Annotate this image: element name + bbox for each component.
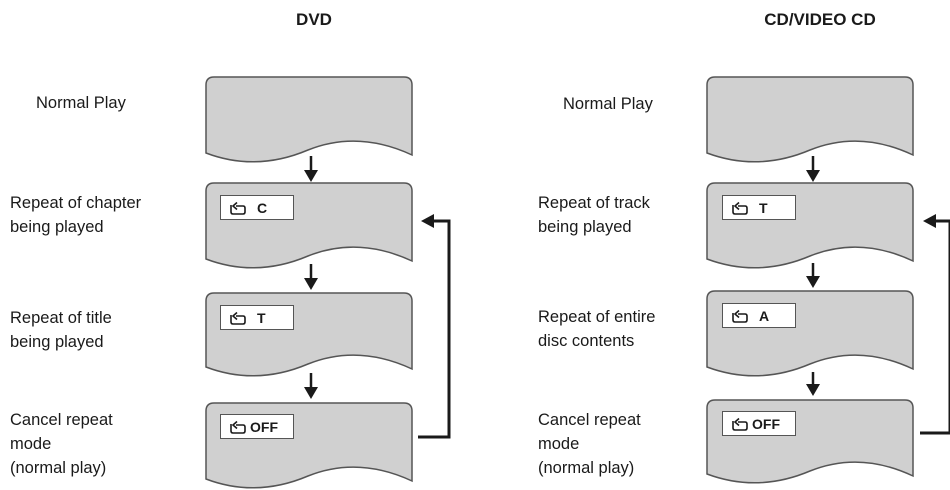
- dvd-title-repeat-indicator: T: [220, 305, 294, 330]
- dvd-step-label-normal-play: Normal Play: [36, 91, 126, 115]
- label-line: Repeat of track: [538, 194, 650, 212]
- dvd-normal-play-panel: [205, 76, 413, 163]
- repeat-icon: [729, 308, 751, 324]
- cd-down-arrow-1: [806, 156, 820, 182]
- label-line: Repeat of entire: [538, 308, 656, 326]
- dvd-step-label-title: Repeat of title being played: [10, 306, 112, 354]
- label-line: Repeat of chapter: [10, 194, 142, 212]
- indicator-text: T: [759, 199, 768, 216]
- label-line: mode: [10, 435, 52, 453]
- label-line: Cancel repeat: [10, 411, 113, 429]
- label-line: being played: [538, 218, 632, 236]
- dvd-heading: DVD: [296, 10, 332, 29]
- label-line: (normal play): [10, 459, 107, 477]
- repeat-icon: [729, 200, 751, 216]
- indicator-text: A: [759, 307, 770, 324]
- cd-loop-back-arrow: [920, 214, 950, 435]
- cd-step-label-normal-play: Normal Play: [563, 92, 653, 116]
- indicator-text: T: [257, 309, 266, 326]
- dvd-step-label-chapter: Repeat of chapter being played: [10, 191, 141, 239]
- dvd-loop-back-arrow: [418, 214, 451, 439]
- label-line: mode: [538, 435, 580, 453]
- dvd-step-label-cancel: Cancel repeat mode (normal play): [10, 408, 113, 480]
- repeat-icon: [227, 419, 249, 435]
- dvd-down-arrow-2: [304, 264, 318, 290]
- cd-disc-repeat-indicator: A: [722, 303, 796, 328]
- label-line: Cancel repeat: [538, 411, 641, 429]
- cd-normal-play-panel: [706, 76, 914, 163]
- repeat-icon: [227, 310, 249, 326]
- cd-down-arrow-3: [806, 372, 820, 396]
- indicator-text: OFF: [250, 418, 278, 435]
- label-line: Normal Play: [563, 95, 653, 113]
- dvd-cancel-repeat-indicator: OFF: [220, 414, 294, 439]
- indicator-text: OFF: [752, 415, 780, 432]
- cd-step-label-track: Repeat of track being played: [538, 191, 650, 239]
- cd-track-repeat-indicator: T: [722, 195, 796, 220]
- label-line: Repeat of title: [10, 309, 112, 327]
- label-line: Normal Play: [36, 94, 126, 112]
- label-line: being played: [10, 218, 104, 236]
- repeat-icon: [227, 200, 249, 216]
- cd-video-cd-heading: CD/VIDEO CD: [764, 10, 876, 29]
- dvd-down-arrow-1: [304, 156, 318, 182]
- dvd-down-arrow-3: [304, 373, 318, 399]
- label-line: being played: [10, 333, 104, 351]
- indicator-text: C: [257, 199, 268, 216]
- cd-step-label-disc: Repeat of entire disc contents: [538, 305, 655, 353]
- cd-cancel-repeat-indicator: OFF: [722, 411, 796, 436]
- label-line: (normal play): [538, 459, 635, 477]
- cd-down-arrow-2: [806, 263, 820, 288]
- label-line: disc contents: [538, 332, 635, 350]
- repeat-icon: [729, 416, 751, 432]
- cd-step-label-cancel: Cancel repeat mode (normal play): [538, 408, 641, 480]
- dvd-chapter-repeat-indicator: C: [220, 195, 294, 220]
